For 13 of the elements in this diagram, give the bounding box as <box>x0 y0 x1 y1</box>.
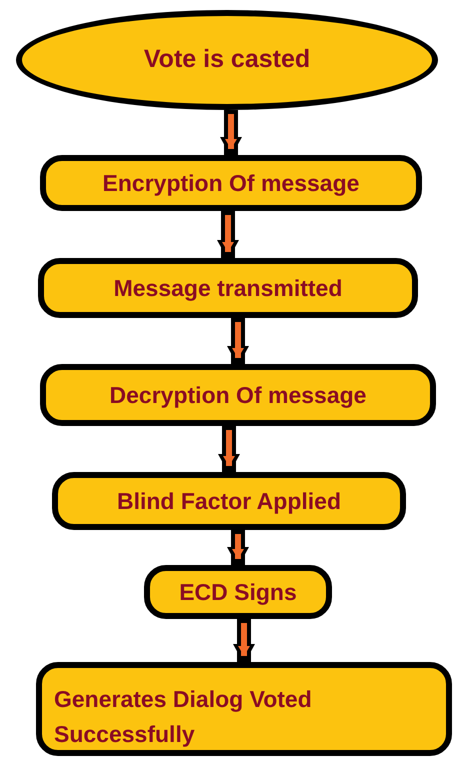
process-box <box>36 662 452 756</box>
node-label: Encryption Of message <box>102 168 360 198</box>
process-box <box>40 364 436 426</box>
node-label: ECD Signs <box>179 578 297 607</box>
process-box <box>52 472 406 530</box>
node-label: Blind Factor Applied <box>116 486 342 516</box>
node-label: Decryption Of message <box>110 380 366 410</box>
node-label: Message transmitted <box>114 274 342 303</box>
process-box <box>144 565 332 619</box>
process-box <box>38 258 418 318</box>
process-box <box>40 155 422 211</box>
node-label: Vote is casted <box>144 44 310 76</box>
node-label: Generates Dialog Voted Successfully <box>54 685 313 749</box>
